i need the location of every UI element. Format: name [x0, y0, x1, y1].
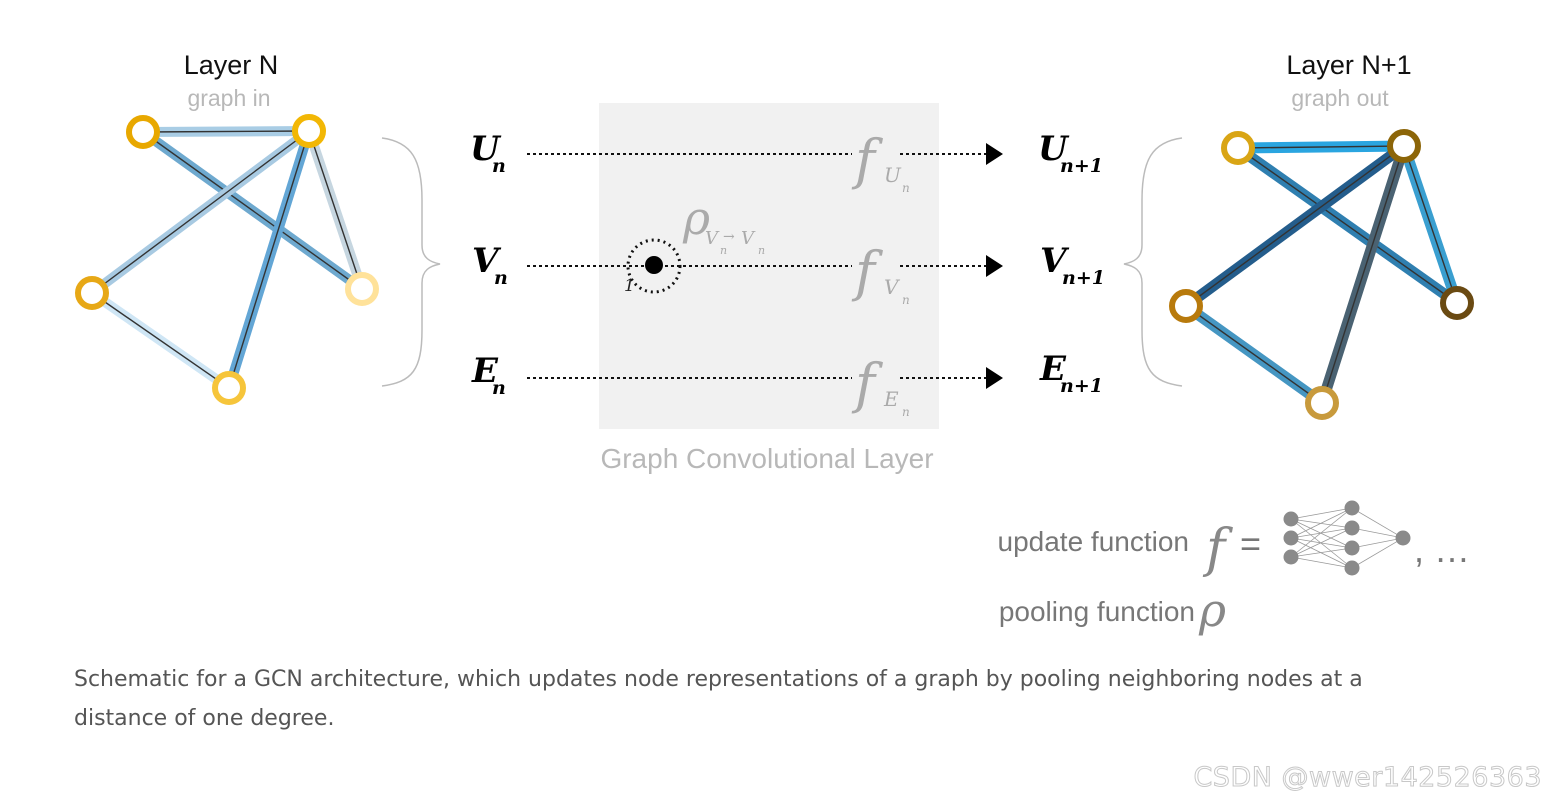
right-node — [1221, 131, 1255, 165]
f-e-subsub: n — [902, 405, 910, 419]
f-v-sub: V — [884, 275, 901, 299]
right-node — [1387, 129, 1421, 163]
left-node — [212, 371, 246, 405]
right-node — [1305, 386, 1339, 420]
rho-sub-from: V — [705, 228, 720, 249]
row-u-out-label: U — [1038, 129, 1070, 169]
right-brace — [1123, 137, 1183, 387]
row-e-sub: n — [492, 377, 506, 399]
edge-b-c — [1180, 140, 1410, 312]
row-u: U n f U n U n+1 — [470, 128, 1103, 195]
left-graph-subtitle: graph in — [187, 85, 270, 111]
edge-a-e — [1232, 142, 1463, 309]
edge-b-e — [1398, 140, 1463, 309]
row-u-sub: n — [492, 155, 506, 177]
row-u-label: U — [470, 129, 502, 169]
conv-layer-label: Graph Convolutional Layer — [600, 443, 933, 474]
update-function-label: update function — [998, 526, 1190, 557]
rho-sub-from-n: n — [720, 244, 727, 257]
update-function-symbol: f — [1202, 519, 1233, 579]
left-graph-title: Layer N — [184, 50, 279, 80]
edge-c-d — [1180, 300, 1328, 409]
row-e-out-sub: n+1 — [1060, 375, 1103, 397]
right-graph-nodes — [1169, 129, 1474, 420]
edge-b-c — [87, 126, 314, 298]
legend: update function f = , … pooling function… — [998, 500, 1470, 637]
edge-c-d — [87, 288, 234, 393]
edge-a-b — [1232, 140, 1410, 154]
f-u-sub: U — [884, 163, 902, 187]
f-e-sub: E — [883, 387, 899, 411]
left-node — [126, 115, 160, 149]
left-node — [345, 272, 379, 306]
left-node — [292, 114, 326, 148]
left-brace — [381, 137, 441, 387]
left-node — [75, 276, 109, 310]
edge-b-d — [224, 126, 314, 393]
figure-caption: Schematic for a GCN architecture, which … — [74, 667, 1363, 731]
row-u-out-sub: n+1 — [1060, 155, 1103, 177]
update-ellipsis: , … — [1414, 529, 1470, 570]
right-graph-edges — [1180, 140, 1463, 409]
left-graph-nodes — [75, 114, 379, 405]
row-e-out-label: E — [1039, 349, 1067, 389]
update-equals-symbol: = — [1240, 523, 1261, 564]
row-v-sub: n — [494, 267, 508, 289]
rho-sub-arrow: → — [723, 229, 735, 245]
row-e-label: E — [471, 351, 499, 391]
edge-b-e — [304, 126, 367, 294]
arrow-u-head — [986, 143, 1003, 165]
row-v-label: V — [472, 241, 502, 281]
nn-nodes — [1283, 500, 1411, 576]
right-graph-subtitle: graph out — [1291, 85, 1389, 111]
watermark: CSDN @wwer142526363 — [1193, 762, 1542, 794]
pooling-radius-circle — [626, 238, 682, 294]
edge-a-b — [138, 126, 314, 137]
right-graph-title: Layer N+1 — [1286, 50, 1411, 80]
right-node — [1169, 289, 1203, 323]
edge-a-e — [138, 127, 367, 294]
pooling-center-node — [645, 256, 663, 274]
f-u-subsub: n — [902, 181, 910, 195]
left-graph-edges — [87, 126, 367, 393]
pooling-function-symbol: ρ — [1198, 583, 1226, 637]
pooling-radius-label: 1 — [624, 276, 635, 296]
arrow-e-head — [986, 367, 1003, 389]
neural-network-icon — [1283, 500, 1411, 576]
row-v-out-sub: n+1 — [1062, 267, 1105, 289]
right-node — [1440, 286, 1474, 320]
row-v-out-label: V — [1040, 241, 1070, 281]
pooling-function-label: pooling function — [999, 596, 1195, 627]
f-v-subsub: n — [902, 293, 910, 307]
edge-b-d — [1316, 140, 1410, 409]
nn-connections — [1290, 507, 1404, 569]
arrow-v-head — [986, 255, 1003, 277]
rho-sub-to: V — [741, 228, 756, 249]
rho-symbol: ρ — [682, 191, 710, 245]
rho-sub-to-n: n — [758, 244, 765, 257]
